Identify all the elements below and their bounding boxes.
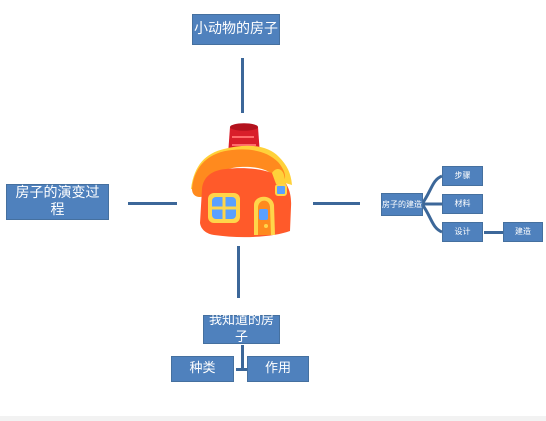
node-right-child-3-label: 设计 xyxy=(454,227,471,236)
node-bottom-child-1-label: 种类 xyxy=(189,360,216,376)
node-top: 小动物的房子 xyxy=(192,14,280,45)
node-right-child-1-label: 步骤 xyxy=(454,171,471,180)
node-bottom-child-2: 作用 xyxy=(247,356,309,382)
house-icon xyxy=(191,123,292,238)
page-bottom-strip xyxy=(0,416,546,421)
edge-bottom-bar xyxy=(236,368,248,371)
node-bottom-child-1: 种类 xyxy=(171,356,234,382)
node-right-child-3: 设计 xyxy=(442,222,483,242)
node-left: 房子的演变过程 xyxy=(6,184,109,220)
node-design-child-label: 建造 xyxy=(515,227,531,236)
node-design-child: 建造 xyxy=(503,222,543,242)
edge-left xyxy=(128,202,177,205)
edge-top xyxy=(241,58,244,113)
node-top-label: 小动物的房子 xyxy=(194,20,278,37)
node-right-label: 房子的建造 xyxy=(382,199,422,209)
node-right: 房子的建造 xyxy=(381,193,423,216)
node-bottom-child-2-label: 作用 xyxy=(264,360,291,376)
edge-right xyxy=(313,202,360,205)
node-right-child-2-label: 材料 xyxy=(454,199,471,208)
node-right-child-2: 材料 xyxy=(442,194,483,214)
edge-bottom-stem xyxy=(241,345,244,369)
node-bottom-label: 我知道的房子 xyxy=(208,313,274,345)
node-bottom: 我知道的房子 xyxy=(203,313,280,345)
node-left-label: 房子的演变过程 xyxy=(15,184,100,219)
edge-bottom xyxy=(237,246,240,298)
node-right-child-1: 步骤 xyxy=(442,166,483,186)
edge-design-to-build xyxy=(484,231,503,234)
